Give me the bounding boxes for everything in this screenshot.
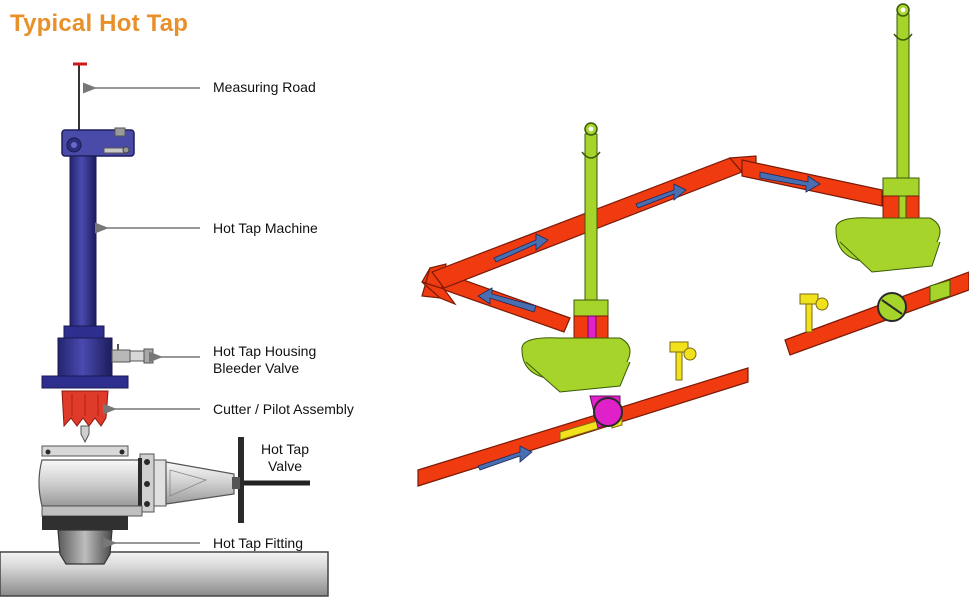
measuring-rod — [73, 62, 87, 132]
yellow-valve-left — [669, 341, 697, 381]
hot-tap-machine — [61, 127, 135, 339]
bypass-illustration — [417, 3, 969, 487]
hot-tap-valve — [38, 437, 310, 530]
label-housing: Hot Tap Housing — [213, 343, 317, 359]
flow-arrows — [477, 171, 821, 471]
label-bleeder-valve: Bleeder Valve — [213, 360, 300, 376]
label-measuring-rod: Measuring Road — [213, 79, 316, 95]
label-hot-tap-machine: Hot Tap Machine — [213, 220, 318, 236]
main-line-right — [784, 271, 969, 356]
hot-tap-fitting — [57, 529, 113, 565]
label-valve-line2: Valve — [268, 458, 302, 474]
hot-tap-housing — [41, 337, 154, 389]
green-machine-left — [521, 122, 631, 429]
label-valve-line1: Hot Tap — [261, 441, 309, 457]
main-pipe — [0, 551, 329, 597]
label-cutter: Cutter / Pilot Assembly — [213, 401, 354, 417]
bleeder-valve — [111, 344, 154, 364]
page-title: Typical Hot Tap — [10, 10, 189, 37]
label-fitting: Hot Tap Fitting — [213, 535, 304, 551]
cutter-pilot-assembly — [61, 390, 109, 444]
yellow-valve-right — [799, 293, 829, 333]
label-leaders — [82, 82, 200, 549]
green-machine-right — [835, 3, 941, 322]
